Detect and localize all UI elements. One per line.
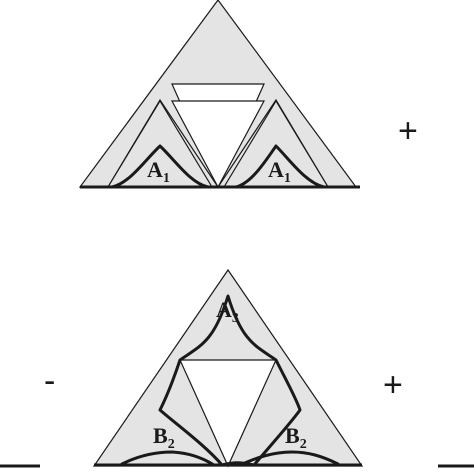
- bottom-center-hole: [179, 359, 277, 468]
- top-left-label: A1: [147, 157, 170, 186]
- top-right-curve-a1: [234, 144, 326, 189]
- top-plus-sign: +: [398, 112, 418, 150]
- bottom-left-label: B2: [153, 423, 175, 452]
- bottom-left-curve-b2: [120, 450, 216, 467]
- bottom-minus-sign: -: [44, 362, 55, 400]
- top-left-curve-a1: [110, 144, 210, 189]
- bottom-hexagon-curve: [158, 294, 302, 467]
- top-sierpinski-figure: [78, 0, 360, 189]
- bottom-plus-sign: +: [383, 366, 403, 404]
- bottom-right-label: B2: [285, 423, 307, 452]
- bottom-sierpinski-figure: [0, 268, 474, 468]
- bottom-right-curve-b2: [238, 450, 340, 467]
- top-right-label: A1: [268, 157, 291, 186]
- top-middle-hole: [170, 100, 266, 189]
- bottom-top-label: A3: [216, 297, 239, 326]
